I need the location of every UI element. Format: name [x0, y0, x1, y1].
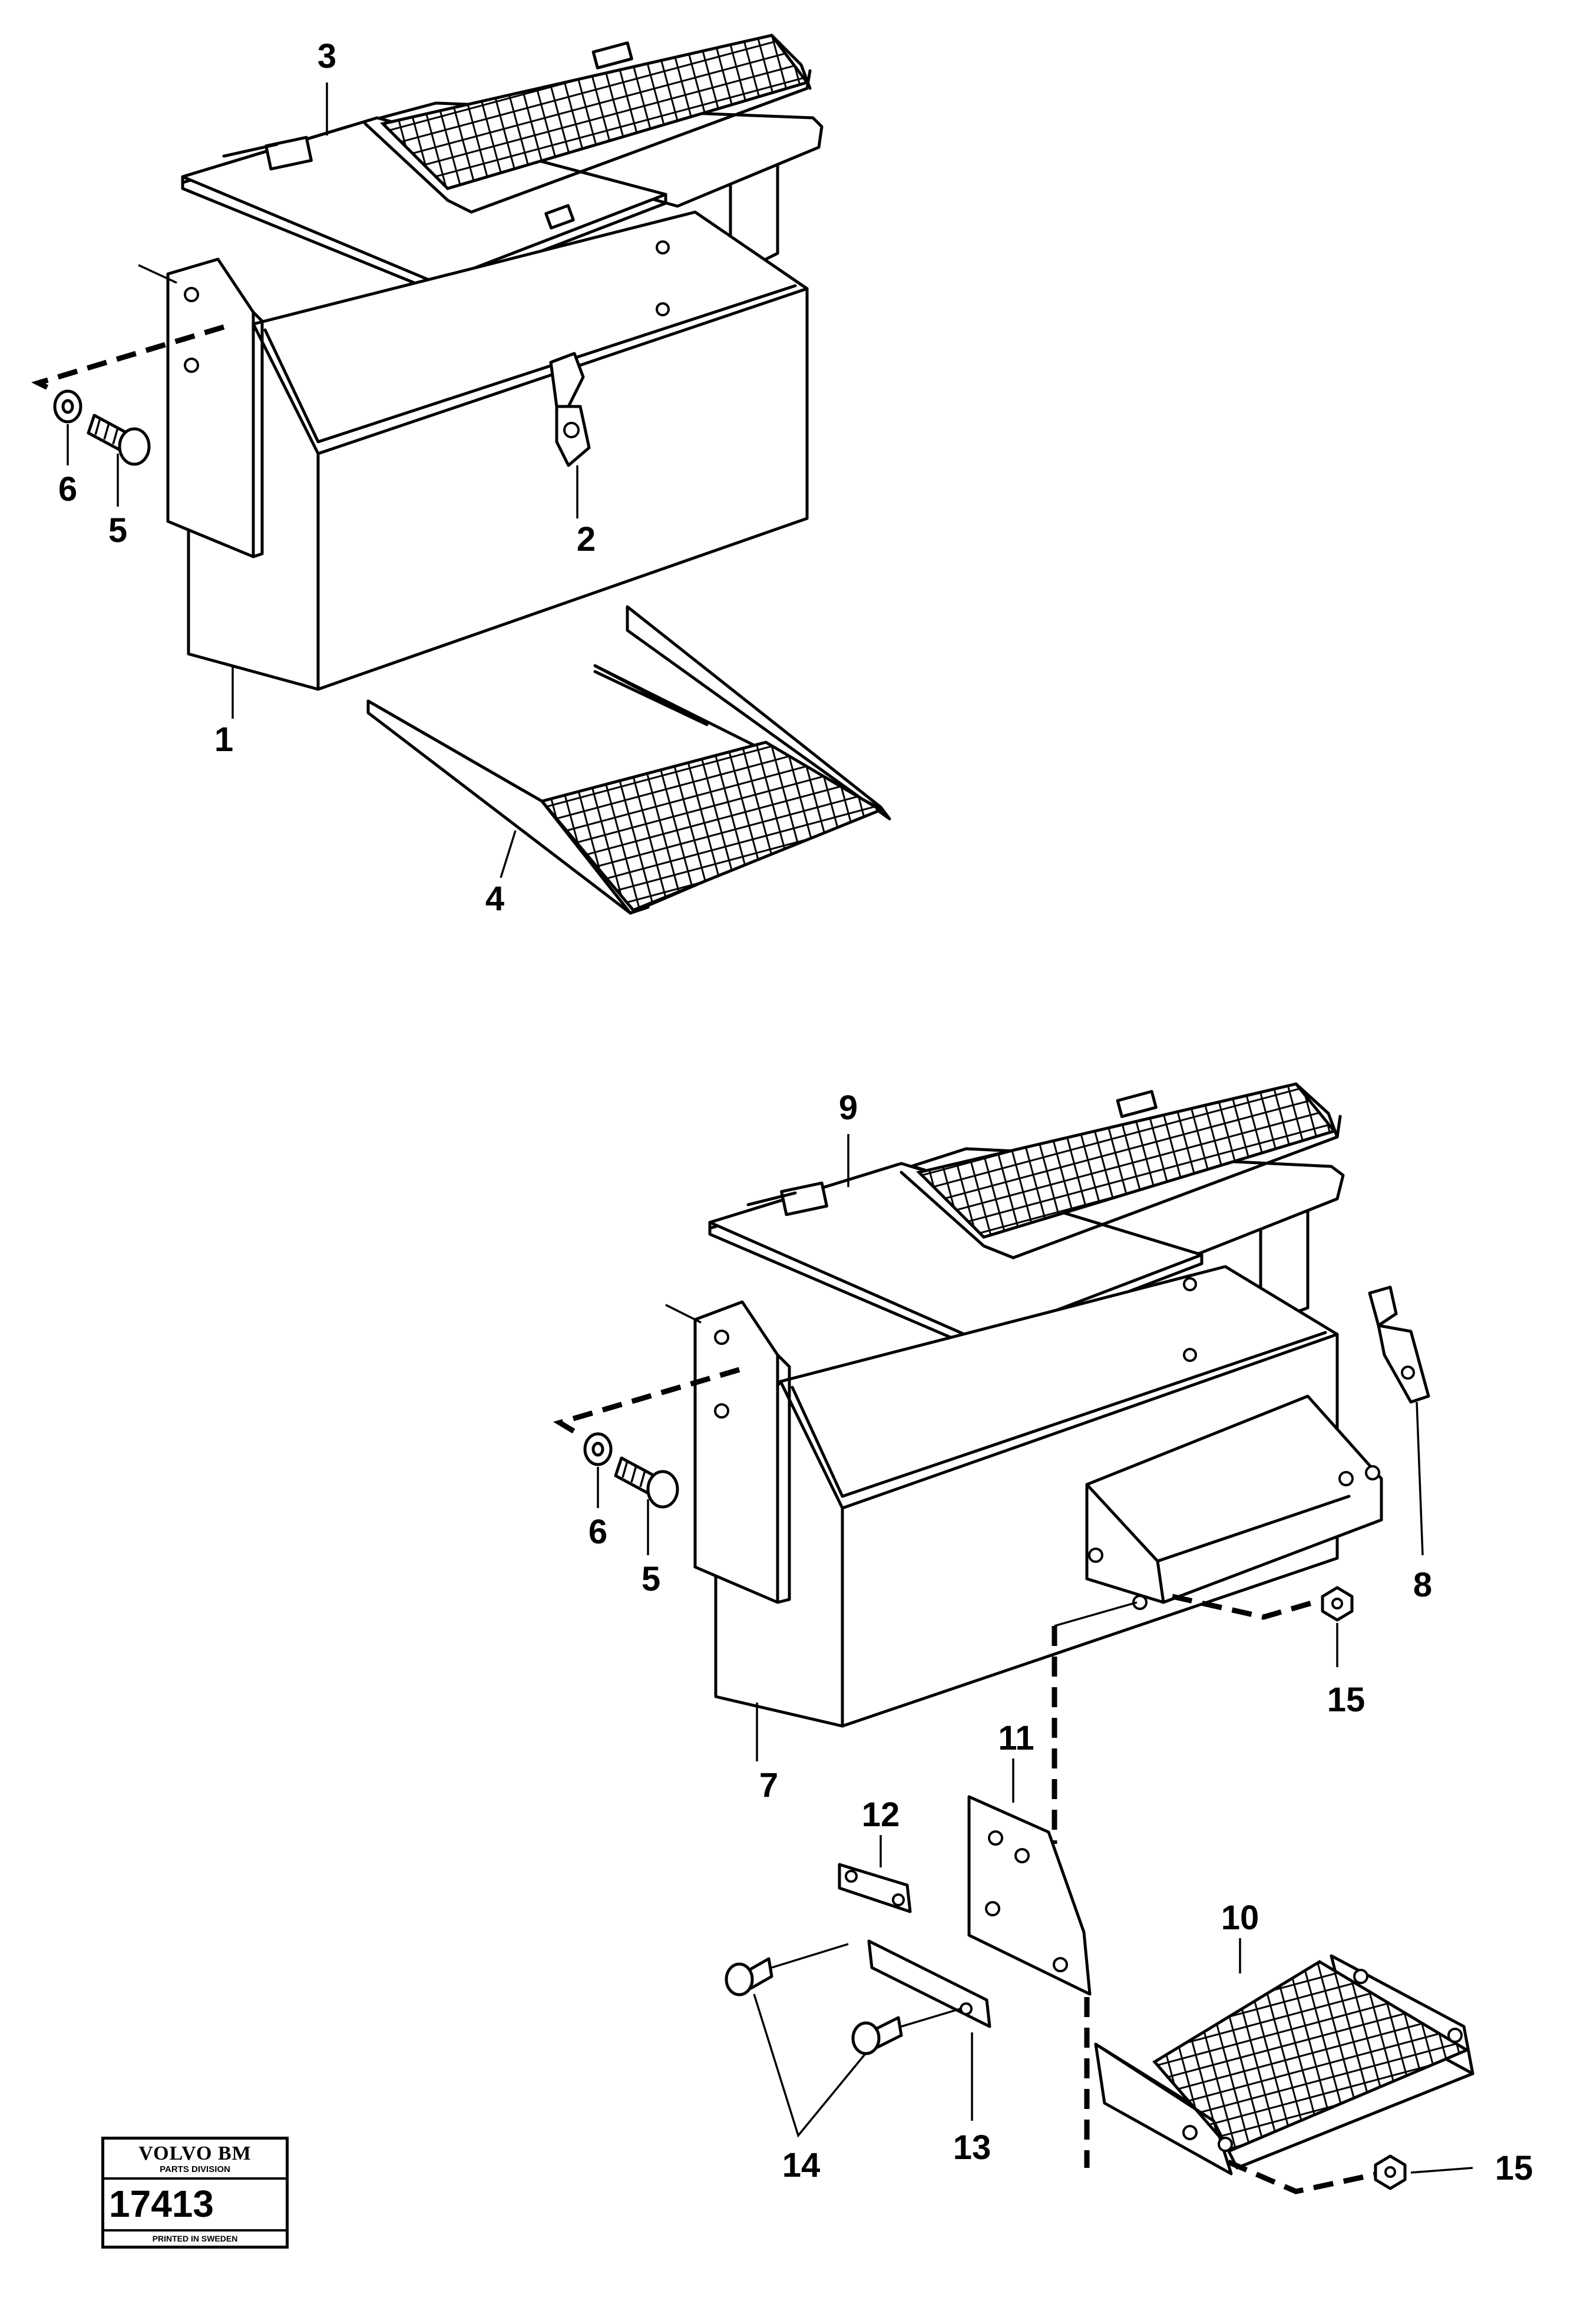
mounting-guide-line-lower	[553, 1367, 740, 1434]
callout-5-upper: 5	[108, 511, 127, 550]
callout-14: 14	[782, 2146, 821, 2184]
washer-part-6-lower	[583, 1432, 613, 1466]
mounting-bracket-upper	[138, 257, 264, 558]
stamp-rule-top	[104, 2177, 286, 2180]
washer-part-6-upper	[53, 389, 82, 424]
leader-lines-lower	[597, 1134, 1473, 2174]
bolt-part-14-a	[725, 1943, 849, 1996]
assembly-guide-line-nut-lower	[1227, 2159, 1379, 2194]
side-plate-part-11	[967, 1795, 1092, 1996]
stamp-division: PARTS DIVISION	[160, 2164, 230, 2174]
parts-stamp: VOLVO BM PARTS DIVISION 17413 PRINTED IN…	[101, 2137, 289, 2249]
bolt-part-5-lower	[614, 1456, 679, 1509]
box-part-1	[187, 210, 809, 691]
upper-assembly	[31, 34, 891, 915]
strip-part-12	[838, 1863, 912, 1913]
callout-15-lower: 15	[1495, 2149, 1533, 2187]
box-part-7	[714, 1265, 1339, 1728]
callout-4: 4	[485, 880, 504, 918]
nut-part-15-upper	[1321, 1586, 1354, 1622]
callout-7: 7	[759, 1766, 778, 1804]
callout-12: 12	[862, 1796, 900, 1834]
callout-labels: 1 2 3 4 5 6 5 6 7 8 9 10 11 12 13 14 15 …	[58, 37, 1533, 2187]
bolt-part-5-upper	[87, 414, 151, 466]
callout-3: 3	[318, 37, 336, 75]
mounting-bracket-lower	[665, 1300, 791, 1604]
step-part-4	[366, 605, 891, 915]
callout-5-lower: 5	[642, 1560, 660, 1598]
nut-part-15-lower	[1374, 2154, 1407, 2190]
stamp-brand: VOLVO BM	[138, 2143, 252, 2164]
stamp-printed: PRINTED IN SWEDEN	[152, 2234, 238, 2243]
callout-11: 11	[998, 1719, 1034, 1757]
lid-part-3	[181, 34, 824, 293]
bolt-part-14-b	[851, 2008, 961, 2055]
callout-13: 13	[953, 2128, 991, 2167]
callout-1: 1	[214, 720, 233, 759]
step-part-10	[1094, 1954, 1474, 2176]
callout-9: 9	[839, 1089, 858, 1127]
latch-part-8	[1368, 1285, 1430, 1404]
callout-6-lower: 6	[588, 1513, 607, 1551]
callout-15-upper: 15	[1327, 1681, 1366, 1719]
mounting-guide-line-upper	[31, 324, 225, 395]
callout-8: 8	[1413, 1566, 1432, 1604]
callout-2: 2	[577, 520, 596, 558]
latch-part-2	[549, 352, 591, 467]
leader-lines-upper	[67, 82, 578, 878]
lower-assembly	[553, 1082, 1474, 2194]
step-holder-bracket	[1085, 1394, 1383, 1610]
lid-part-9	[708, 1082, 1345, 1351]
callout-6-upper: 6	[58, 470, 77, 508]
callout-10: 10	[1221, 1899, 1259, 1937]
stamp-number: 17413	[109, 2183, 214, 2225]
strip-part-13	[867, 1939, 991, 2028]
stamp-rule-bottom	[104, 2229, 286, 2232]
assembly-guide-line-nut-upper	[1172, 1594, 1315, 1620]
